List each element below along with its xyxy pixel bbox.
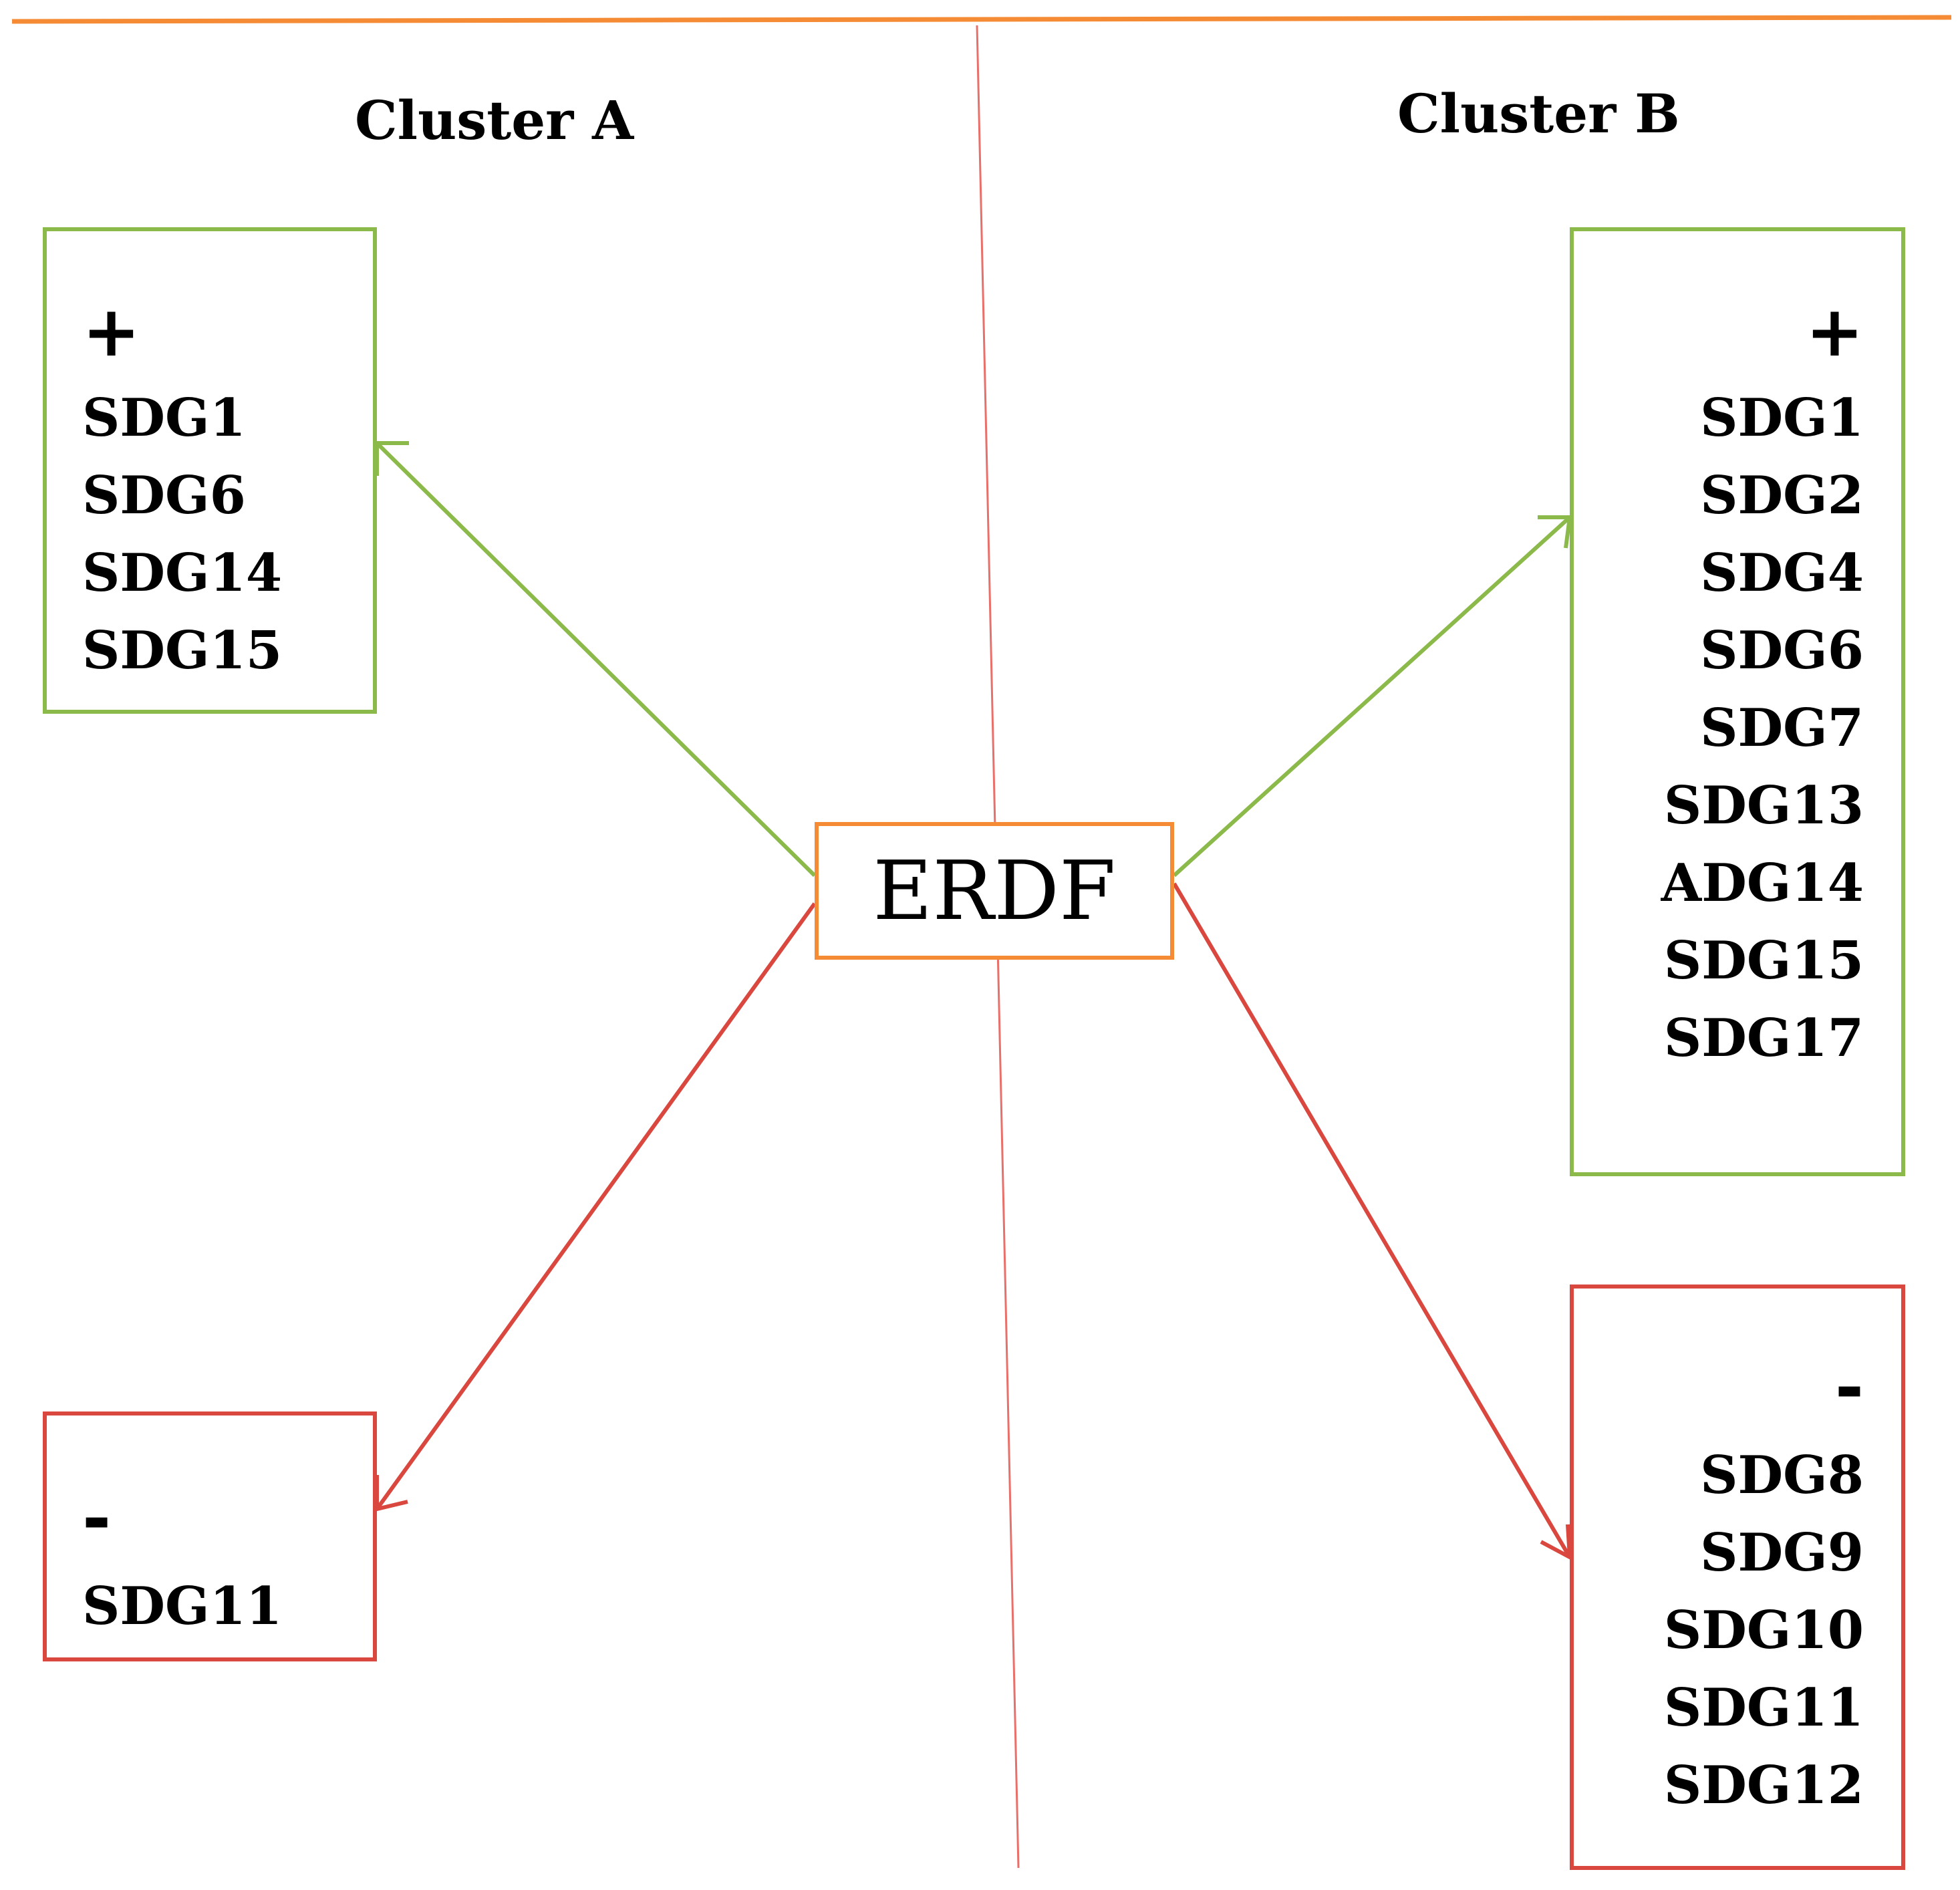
sdg-item: ADG14 xyxy=(1661,853,1864,914)
sdg-item: SDG10 xyxy=(1663,1600,1864,1661)
cluster-a-title: Cluster A xyxy=(355,89,634,152)
cluster-b-negative-box: - SDG8 SDG9 SDG10 SDG11 SDG12 xyxy=(1570,1285,1905,1870)
sdg-item: SDG7 xyxy=(1700,698,1864,759)
cluster-a-negative-box: - SDG11 xyxy=(43,1411,377,1661)
plus-sign: + xyxy=(82,291,141,372)
plus-sign: + xyxy=(1805,291,1864,372)
sdg-item: SDG1 xyxy=(1700,388,1864,448)
sdg-item: SDG4 xyxy=(1700,543,1864,603)
sdg-item: SDG9 xyxy=(1700,1522,1864,1583)
arrowhead-icon xyxy=(375,1475,408,1512)
minus-sign: - xyxy=(82,1478,112,1559)
cluster-b-positive-box: + SDG1 SDG2 SDG4 SDG6 SDG7 SDG13 ADG14 S… xyxy=(1570,227,1905,1176)
sdg-item: SDG15 xyxy=(82,620,283,681)
cluster-b-positive-list: SDG1 SDG2 SDG4 SDG6 SDG7 SDG13 ADG14 SDG… xyxy=(1661,380,1864,1077)
cluster-b-negative-list: SDG8 SDG9 SDG10 SDG11 SDG12 xyxy=(1664,1437,1864,1825)
sdg-item: SDG11 xyxy=(1663,1677,1864,1738)
arrowhead-icon xyxy=(375,441,409,476)
sdg-item: SDG15 xyxy=(1663,930,1864,991)
minus-sign: - xyxy=(1834,1347,1864,1428)
arrow-to-cluster-b-positive xyxy=(1172,515,1572,878)
sdg-item: SDG11 xyxy=(82,1576,283,1637)
erdf-label: ERDF xyxy=(873,843,1116,938)
top-rule xyxy=(11,15,1952,24)
cluster-a-negative-list: SDG11 xyxy=(82,1568,282,1645)
arrow-to-cluster-a-positive xyxy=(375,441,817,878)
sdg-item: SDG17 xyxy=(1663,1008,1864,1069)
sdg-item: SDG6 xyxy=(82,465,246,526)
sdg-item: SDG1 xyxy=(82,388,246,448)
sdg-item: SDG8 xyxy=(1700,1445,1864,1506)
cluster-b-title: Cluster B xyxy=(1397,82,1680,145)
cluster-a-positive-list: SDG1 SDG6 SDG14 SDG15 xyxy=(82,380,282,690)
arrow-to-cluster-b-negative xyxy=(1172,882,1572,1561)
sdg-item: SDG13 xyxy=(1663,775,1864,836)
sdg-item: SDG12 xyxy=(1663,1755,1864,1816)
arrow-to-cluster-a-negative xyxy=(375,902,817,1512)
sdg-item: SDG14 xyxy=(82,543,283,603)
erdf-center-node: ERDF xyxy=(815,822,1174,960)
sdg-item: SDG2 xyxy=(1700,465,1864,526)
sdg-item: SDG6 xyxy=(1700,620,1864,681)
cluster-a-positive-box: + SDG1 SDG6 SDG14 SDG15 xyxy=(43,227,377,714)
